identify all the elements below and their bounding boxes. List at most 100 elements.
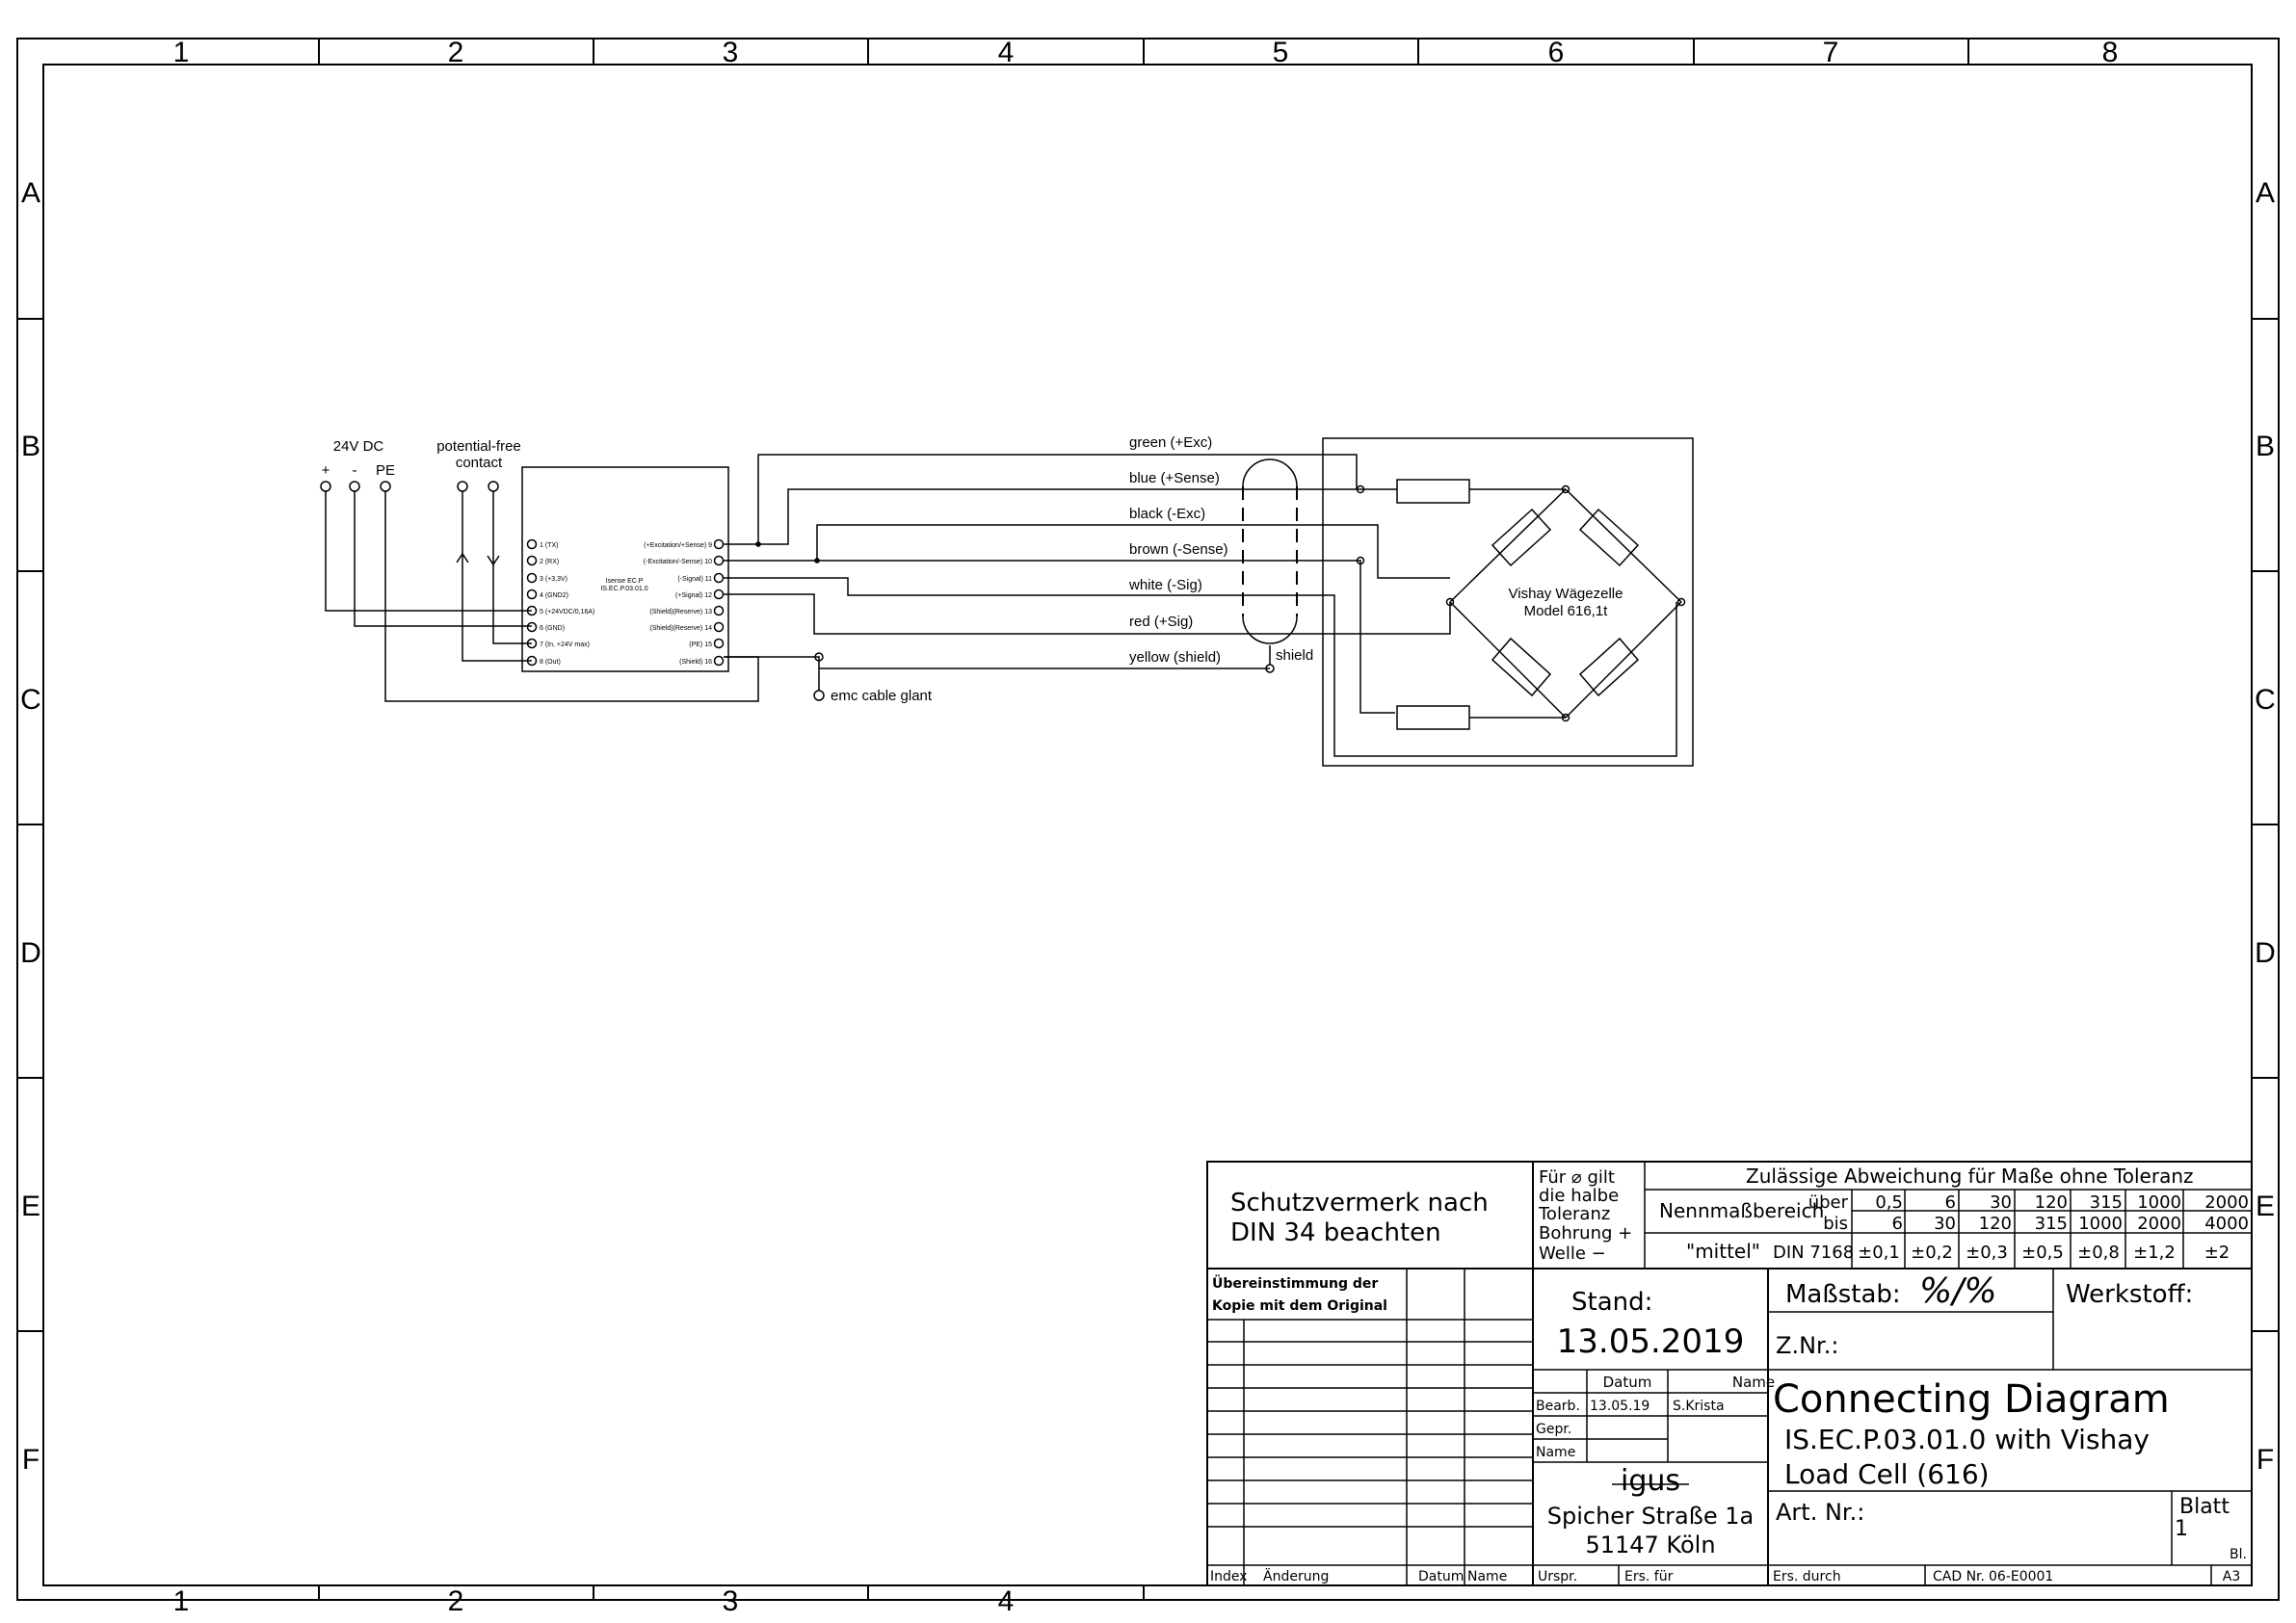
right-pin-terminals xyxy=(713,538,725,667)
bearb-label: Bearb. xyxy=(1536,1399,1580,1414)
bore-note-line-3: Toleranz xyxy=(1538,1204,1610,1224)
ueber-value-7: 2000 xyxy=(2204,1192,2249,1213)
sheet-label: Blatt xyxy=(2179,1495,2230,1519)
tolerance-value-5: ±0,8 xyxy=(2077,1243,2120,1263)
bis-value-1: 6 xyxy=(1892,1214,1903,1234)
row-label-f-left: F xyxy=(22,1444,40,1476)
wire-label-blue: blue (+Sense) xyxy=(1129,470,1220,486)
module-label-line-2: IS.EC.P.03.01.0 xyxy=(600,586,647,592)
drawing-title: Connecting Diagram xyxy=(1773,1377,2170,1422)
pin-label-10: (-Excitation/-Sense) 10 xyxy=(644,559,712,565)
tolerance-value-4: ±0,5 xyxy=(2021,1243,2064,1263)
pin-label-4: 4 (GND2) xyxy=(540,592,568,599)
ueber-value-4: 120 xyxy=(2035,1192,2068,1213)
ueber-value-5: 315 xyxy=(2090,1192,2123,1213)
bis-value-3: 120 xyxy=(1979,1214,2012,1234)
company-name: igus xyxy=(1621,1464,1680,1498)
pin-label-15: (PE) 15 xyxy=(689,641,712,648)
mittel-label: "mittel" xyxy=(1686,1240,1760,1263)
cad-label: CAD Nr. xyxy=(1933,1569,1985,1584)
bore-note-line-1: Für ⌀ gilt xyxy=(1539,1167,1615,1188)
bottom-column-label-3: 3 xyxy=(723,1585,739,1617)
ueber-value-3: 30 xyxy=(1990,1192,2012,1213)
origin-label: Urspr. xyxy=(1538,1569,1577,1584)
pin-label-11: (-Signal) 11 xyxy=(677,576,712,583)
row-label-f-right: F xyxy=(2256,1444,2274,1476)
supply-terminals xyxy=(320,481,499,492)
name-row-label: Name xyxy=(1536,1445,1575,1460)
schutzvermerk-line-2: DIN 34 beachten xyxy=(1230,1218,1441,1247)
row-label-b-left: B xyxy=(21,431,40,462)
column-label-3: 3 xyxy=(723,37,739,68)
bottom-column-label-1: 1 xyxy=(173,1585,190,1617)
scale-label: Maßstab: xyxy=(1785,1280,1901,1309)
bore-note-line-5: Welle − xyxy=(1539,1243,1606,1264)
supply-label: 24V DC xyxy=(333,438,384,455)
row-label-e-left: E xyxy=(21,1191,40,1222)
pin-label-1: 1 (TX) xyxy=(540,542,558,549)
scale-value: %/% xyxy=(1919,1271,1997,1311)
row-label-a-right: A xyxy=(2256,177,2275,209)
ueber-label: über xyxy=(1808,1192,1849,1213)
row-label-e-right: E xyxy=(2256,1191,2275,1222)
copy-note-line-2: Kopie mit dem Original xyxy=(1212,1298,1387,1314)
wire-label-yellow: yellow (shield) xyxy=(1129,649,1221,666)
row-label-d-right: D xyxy=(2255,937,2276,969)
schematic: 24V DC + - PE potential-free contact xyxy=(320,434,1694,767)
bearb-date: 13.05.19 xyxy=(1590,1399,1649,1414)
column-label-6: 6 xyxy=(1548,37,1565,68)
company-city: 51147 Köln xyxy=(1585,1531,1715,1558)
wire-label-white: white (-Sig) xyxy=(1128,577,1202,593)
pin-label-16: (Shield) 16 xyxy=(679,659,712,666)
material-label: Werkstoff: xyxy=(2066,1280,2193,1309)
wire-label-black: black (-Exc) xyxy=(1129,506,1205,522)
tolerance-value-6: ±1,2 xyxy=(2133,1243,2176,1263)
stand-date: 13.05.2019 xyxy=(1557,1322,1745,1361)
ueber-value-1: 0,5 xyxy=(1875,1192,1903,1213)
tolerance-value-1: ±0,1 xyxy=(1858,1243,1900,1263)
pin-label-12: (+Signal) 12 xyxy=(675,592,712,599)
pin-label-2: 2 (RX) xyxy=(540,559,559,565)
bore-note-line-4: Bohrung + xyxy=(1539,1223,1632,1243)
replaces-label: Ers. für xyxy=(1624,1569,1674,1584)
load-cell-label-line-2: Model 616,1t xyxy=(1524,603,1609,619)
drawing-subtitle-line-2: Load Cell (616) xyxy=(1784,1458,1990,1490)
company-street: Spicher Straße 1a xyxy=(1547,1503,1755,1530)
bottom-column-label-4: 4 xyxy=(998,1585,1015,1617)
bis-value-5: 1000 xyxy=(2078,1214,2123,1234)
left-pin-terminals xyxy=(526,538,538,667)
emc-gland-label: emc cable glant xyxy=(831,688,933,704)
name-header: Name xyxy=(1732,1374,1775,1391)
datum-header: Datum xyxy=(1603,1374,1652,1391)
sheet-number: 1 xyxy=(2175,1517,2188,1541)
pin-label-9: (+Excitation/+Sense) 9 xyxy=(644,542,712,549)
drawing-number-label: Z.Nr.: xyxy=(1776,1332,1838,1359)
tolerance-value-2: ±0,2 xyxy=(1911,1243,1953,1263)
change-name-label: Name xyxy=(1467,1569,1507,1584)
drawing-subtitle-line-1: IS.EC.P.03.01.0 with Vishay xyxy=(1784,1424,2150,1455)
supply-pe-label: PE xyxy=(376,462,395,479)
load-cell-label-line-1: Vishay Wägezelle xyxy=(1509,586,1623,602)
index-label: Index xyxy=(1210,1569,1248,1584)
article-number-label: Art. Nr.: xyxy=(1776,1499,1864,1526)
bis-value-4: 315 xyxy=(2035,1214,2068,1234)
pin-label-14: (Shield)(Reserve) 14 xyxy=(649,625,712,632)
ueber-value-2: 6 xyxy=(1945,1192,1956,1213)
contact-label-line-2: contact xyxy=(456,455,503,471)
column-label-2: 2 xyxy=(448,37,464,68)
ueber-value-6: 1000 xyxy=(2137,1192,2181,1213)
pin-label-13: (Shield)(Reserve) 13 xyxy=(649,609,712,615)
column-label-7: 7 xyxy=(1823,37,1839,68)
change-date-label: Datum xyxy=(1418,1569,1464,1584)
replaced-by-label: Ers. durch xyxy=(1773,1569,1841,1584)
column-label-8: 8 xyxy=(2102,37,2119,68)
supply-plus-label: + xyxy=(322,462,330,479)
row-label-c-right: C xyxy=(2255,684,2276,716)
column-label-5: 5 xyxy=(1273,37,1289,68)
schutzvermerk-line-1: Schutzvermerk nach xyxy=(1230,1189,1489,1217)
shield-label: shield xyxy=(1276,647,1313,664)
module-label-line-1: Isense EC.P xyxy=(606,578,644,585)
stand-label: Stand: xyxy=(1571,1288,1652,1317)
nennmass-label: Nennmaßbereich xyxy=(1659,1199,1824,1222)
